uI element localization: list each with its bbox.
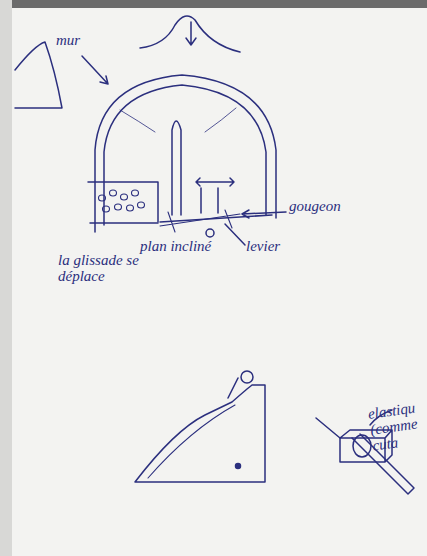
stop-pin [228, 378, 238, 398]
faint-line [120, 108, 236, 132]
bell-curve [140, 16, 240, 52]
leader-line [225, 224, 245, 245]
column [172, 121, 181, 215]
gravel [99, 190, 145, 212]
double-arrow [196, 178, 234, 186]
hole [236, 464, 241, 469]
page-shadow [0, 0, 427, 8]
sketch-label: gougeon [289, 198, 359, 214]
wall-arch-inner [104, 85, 266, 225]
slide-profile [135, 385, 265, 482]
gravel-box [88, 182, 158, 222]
slide-block [201, 188, 218, 213]
leader-line [82, 56, 108, 84]
down-arrow [186, 22, 196, 45]
page-shadow [0, 0, 12, 556]
wall-arch-outer [95, 75, 276, 232]
leader-line [242, 210, 286, 218]
slide-rail [148, 405, 235, 478]
partial-sketch [15, 42, 62, 108]
sketch-label: mur [56, 32, 96, 48]
sketch-label: elastiqu (comme cuta [367, 398, 427, 453]
ball [241, 371, 253, 383]
sketch-label: levier [246, 238, 296, 254]
inclined-plane [160, 210, 240, 232]
pivot [206, 229, 214, 237]
sketch-label: la glissade se déplace [58, 252, 154, 284]
sketch-label: plan incliné [140, 238, 230, 254]
